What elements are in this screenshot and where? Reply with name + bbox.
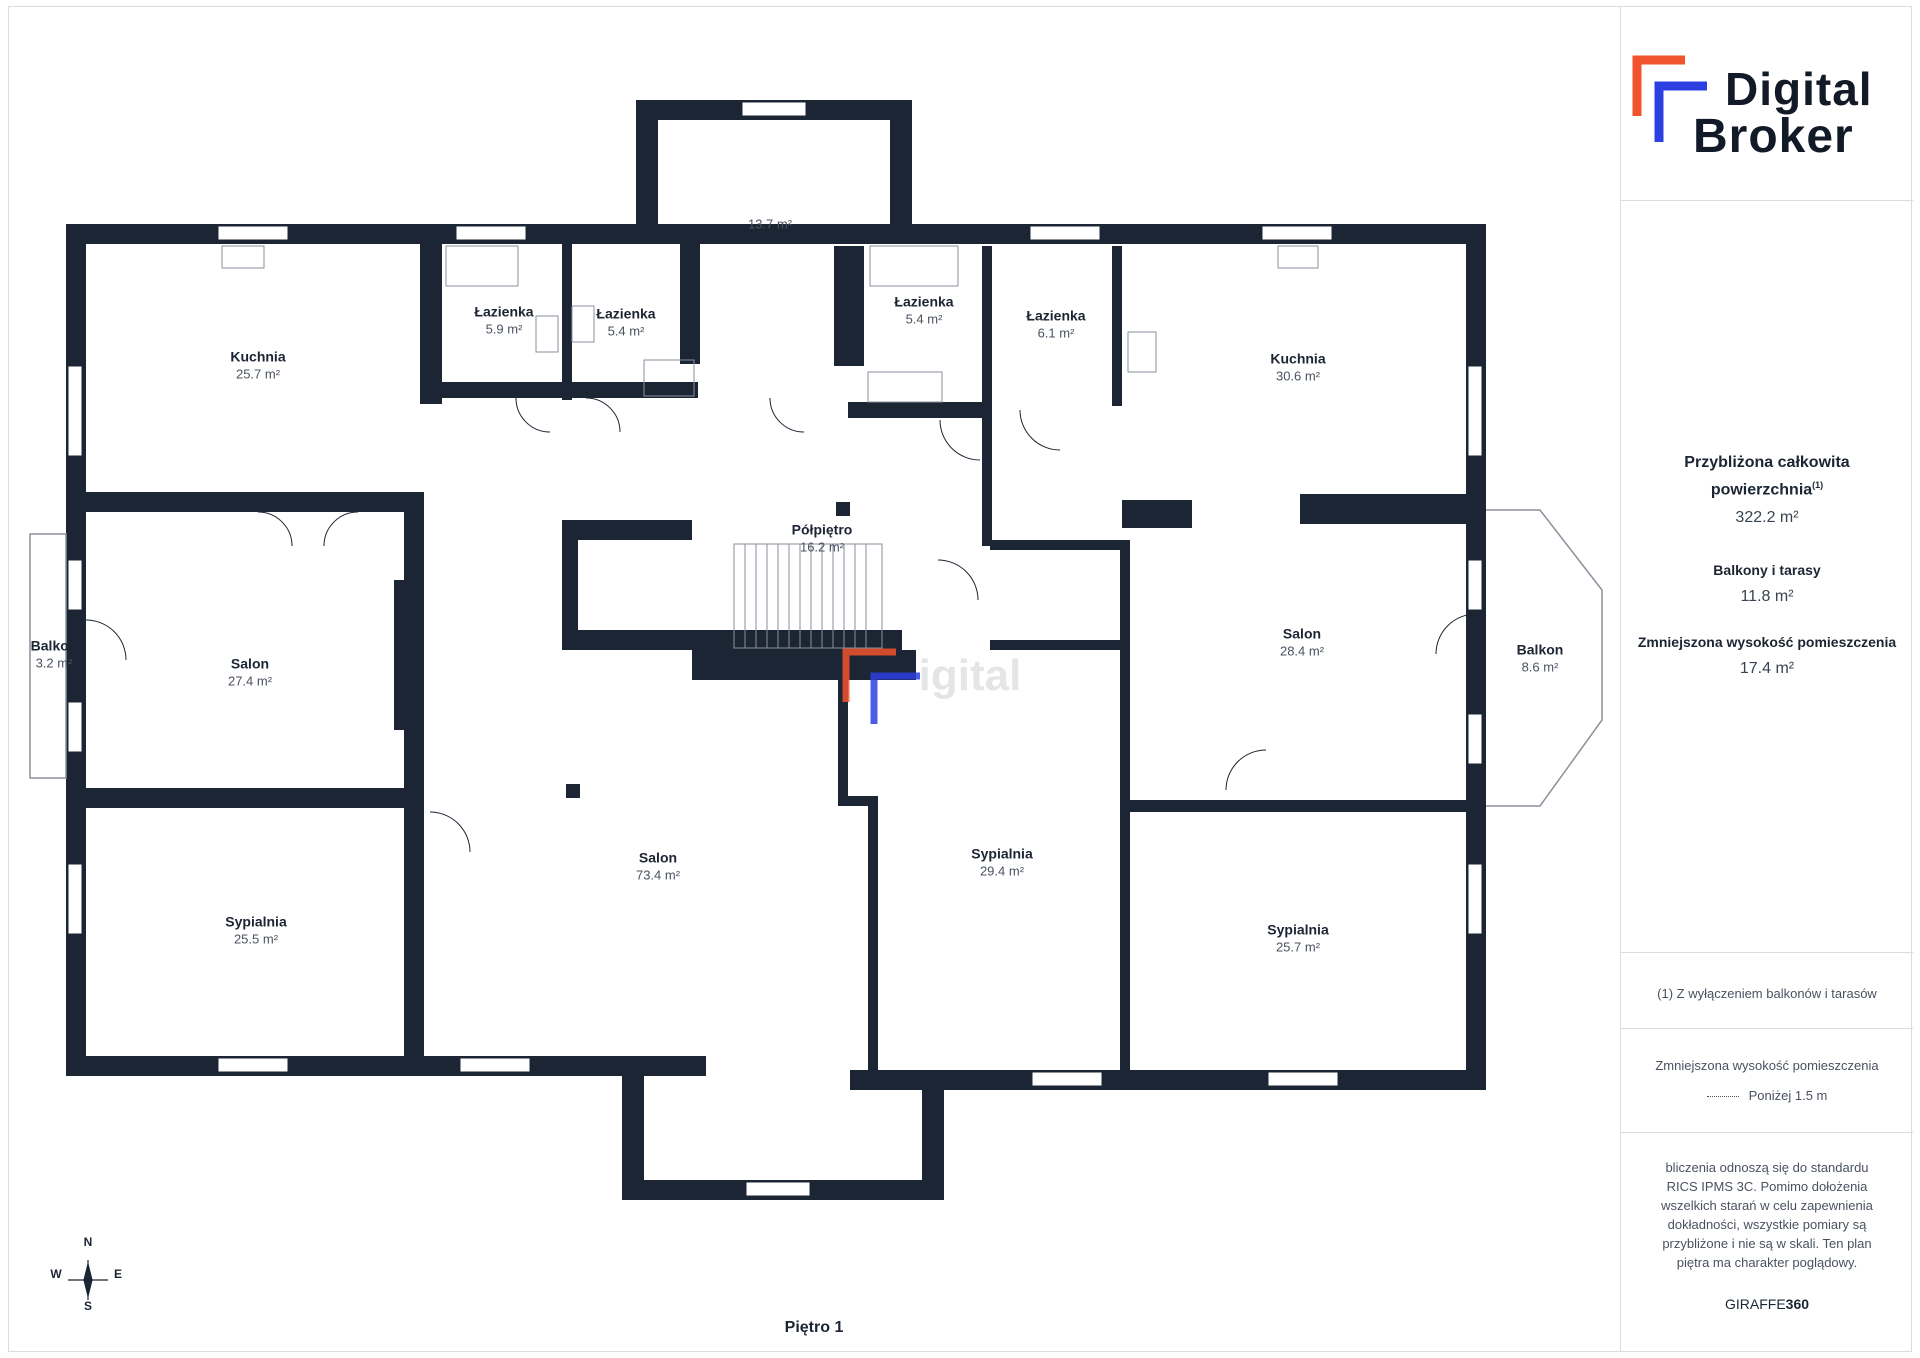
- logo-line-2: Broker: [1693, 110, 1854, 163]
- balconies-section: Balkony i tarasy 11.8 m²: [1621, 560, 1913, 608]
- reduced-height-value: 17.4 m²: [1739, 660, 1795, 677]
- wall-bath2-bottom: [572, 382, 698, 398]
- total-area-section: Przybliżona całkowita powierzchnia(1) 32…: [1621, 452, 1913, 529]
- giraffe-brand: GIRAFFE360: [1621, 1296, 1913, 1312]
- wall-kuchnia-salon: [66, 492, 424, 512]
- wall-salon-sypialnia-right: [1126, 800, 1476, 812]
- doors: [85, 397, 1477, 853]
- dotted-line-icon: [1706, 1096, 1739, 1098]
- divider: [1621, 1028, 1913, 1029]
- reduced-height-section: Zmniejszona wysokość pomieszczenia 17.4 …: [1621, 632, 1913, 680]
- wall-stair-bottom: [562, 630, 902, 650]
- wall-bath4-right: [1112, 246, 1122, 406]
- watermark-logo: [842, 648, 920, 724]
- wall-bay-left: [636, 100, 658, 234]
- wall-sypialnia-c-left: [868, 796, 878, 1076]
- disclaimer: bliczenia odnoszą się do standardu RICS …: [1661, 1160, 1873, 1270]
- wall-right: [1466, 224, 1486, 1090]
- wall-bbay-right: [922, 1070, 944, 1200]
- stairs: [733, 543, 883, 649]
- fixtures: [221, 245, 1319, 403]
- brand-plain: GIRAFFE: [1724, 1296, 1786, 1312]
- wall-bbay-left: [622, 1070, 644, 1200]
- divider: [1621, 952, 1913, 953]
- wall-salon-sypialnia: [66, 788, 424, 808]
- divider: [1621, 1132, 1913, 1133]
- reduced-height-label: Zmniejszona wysokość pomieszczenia: [1637, 634, 1897, 650]
- wall-bath3-left: [834, 246, 864, 366]
- wall-left-col: [404, 492, 424, 1072]
- footnote: (1) Z wyłączeniem balkonów i tarasów: [1657, 986, 1877, 1001]
- wall-salon-chimney: [394, 580, 424, 730]
- legend-title: Zmniejszona wysokość pomieszczenia: [1655, 1058, 1879, 1073]
- wall-corridor: [982, 246, 992, 546]
- watermark-text: igital: [918, 651, 1022, 700]
- legend-item-label: Poniżej 1.5 m: [1748, 1088, 1828, 1103]
- wall-box-bottom: [990, 640, 1126, 650]
- wall-sypialnia-c-step: [838, 796, 878, 806]
- compass-icon: [68, 1260, 108, 1300]
- walls: [66, 100, 1486, 1200]
- wall-bath1-bottom: [442, 382, 562, 398]
- wall-bottom-right: [850, 1070, 1486, 1090]
- logo-line-1: Digital: [1725, 63, 1873, 115]
- wall-stair-left: [562, 520, 578, 650]
- compass-e: E: [113, 1267, 123, 1281]
- wall-right-col: [1120, 540, 1130, 1080]
- total-area-label: Przybliżona całkowita powierzchnia: [1684, 454, 1850, 499]
- compass-s: S: [83, 1299, 93, 1313]
- wall-bath2-right: [680, 244, 700, 364]
- total-area-sup: (1): [1812, 480, 1824, 490]
- compass-w: W: [50, 1267, 62, 1281]
- compass-n: N: [83, 1235, 93, 1249]
- wall-kuchnia-right-stub: [1300, 494, 1480, 524]
- brand-logo-icon: [1632, 55, 1707, 142]
- page-frame: [8, 6, 1912, 1352]
- wall-sypialnia-c-left-top: [838, 676, 848, 804]
- legend-item: Poniżej 1.5 m: [1621, 1086, 1913, 1105]
- windows: [67, 101, 1483, 1197]
- wall-bath3-bottom: [848, 402, 982, 418]
- wall-bottom-left: [66, 1056, 706, 1076]
- room-top: 13.7 m²: [747, 216, 793, 232]
- columns: [566, 502, 850, 798]
- wall-top: [66, 224, 1486, 244]
- total-area-value: 322.2 m²: [1735, 509, 1799, 527]
- brand-bold: 360: [1785, 1296, 1810, 1312]
- wall-salon-right-stub: [1122, 500, 1192, 528]
- floor-plan: [29, 100, 1603, 1300]
- balconies-label: Balkony i tarasy: [1713, 562, 1821, 578]
- balconies: [29, 509, 1603, 807]
- floor-title: Piętro 1: [784, 1319, 844, 1336]
- wall-bath1-left: [420, 244, 442, 404]
- balconies-value: 11.8 m²: [1740, 588, 1794, 605]
- wall-corridor-box-top: [990, 540, 1130, 550]
- wall-stair-top: [562, 520, 692, 540]
- wall-bath-divider: [562, 244, 572, 400]
- wall-bay-right: [890, 100, 912, 234]
- divider: [1621, 200, 1913, 201]
- info-sidebar: Digital Broker Przybliżona całkowita pow…: [1620, 6, 1913, 1352]
